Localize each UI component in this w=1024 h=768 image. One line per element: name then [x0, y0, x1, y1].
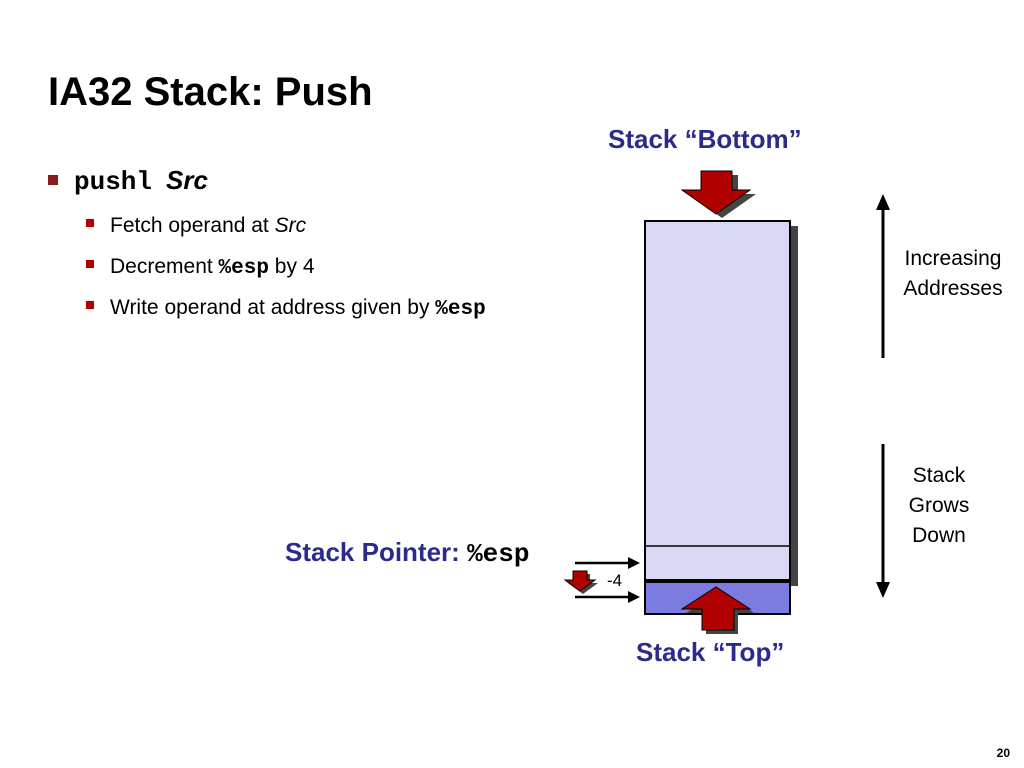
increasing-addresses-arrowhead-icon: [876, 194, 890, 210]
sub-bullet-code: %esp: [218, 257, 269, 280]
main-bullet: pushl Src: [48, 165, 208, 197]
instruction-code: pushl: [74, 167, 153, 197]
grows-line-1: Stack: [912, 464, 966, 487]
grows-line-2: Grows: [908, 494, 970, 517]
grows-line-3: Down: [912, 524, 966, 547]
sub-bullet-fetch: Fetch operand at Src: [86, 214, 306, 238]
bullet-square-icon: [86, 301, 94, 309]
increasing-line-2: Addresses: [903, 277, 1003, 300]
increasing-line-1: Increasing: [904, 247, 1002, 270]
sub-bullet-text: Decrement: [110, 255, 219, 278]
stack-pointer-text: Stack Pointer:: [285, 537, 468, 567]
esp-decrement-arrow-icon: [563, 570, 598, 594]
instruction-operand: Src: [166, 165, 208, 195]
esp-new-pointer-arrowhead: [628, 591, 640, 603]
stack-pointer-register: %esp: [467, 539, 530, 569]
stack-shadow: [650, 226, 798, 586]
pushed-slot: [644, 581, 791, 615]
bullet-square-icon: [48, 175, 58, 185]
sub-bullet-code: %esp: [435, 298, 486, 321]
stack-body: [644, 220, 791, 581]
stack-bottom-label: Stack “Bottom”: [608, 124, 802, 154]
bullet-square-icon: [86, 260, 94, 268]
stack-grows-down-label: Stack Grows Down: [889, 461, 989, 551]
increasing-addresses-label: Increasing Addresses: [893, 244, 1013, 304]
grows-down-arrowhead-icon: [876, 582, 890, 598]
sub-bullet-em: Src: [274, 214, 307, 237]
sub-bullet-text-post: by 4: [268, 255, 315, 278]
sub-bullet-write: Write operand at address given by %esp: [86, 296, 486, 321]
slide-title: IA32 Stack: Push: [48, 70, 373, 114]
sub-bullet-text: Write operand at address given by: [110, 296, 436, 319]
esp-old-pointer-arrowhead: [628, 557, 640, 569]
sub-bullet-text: Fetch operand at: [110, 214, 275, 237]
stack-pointer-label: Stack Pointer: %esp: [285, 537, 529, 569]
stack-bottom-arrow-icon: [680, 170, 756, 218]
page-number: 20: [996, 746, 1010, 760]
bullet-square-icon: [86, 219, 94, 227]
offset-label: -4: [607, 571, 623, 590]
stack-top-label: Stack “Top”: [636, 637, 785, 667]
sub-bullet-decrement: Decrement %esp by 4: [86, 255, 315, 280]
stack-top-arrow-icon: [680, 586, 754, 634]
